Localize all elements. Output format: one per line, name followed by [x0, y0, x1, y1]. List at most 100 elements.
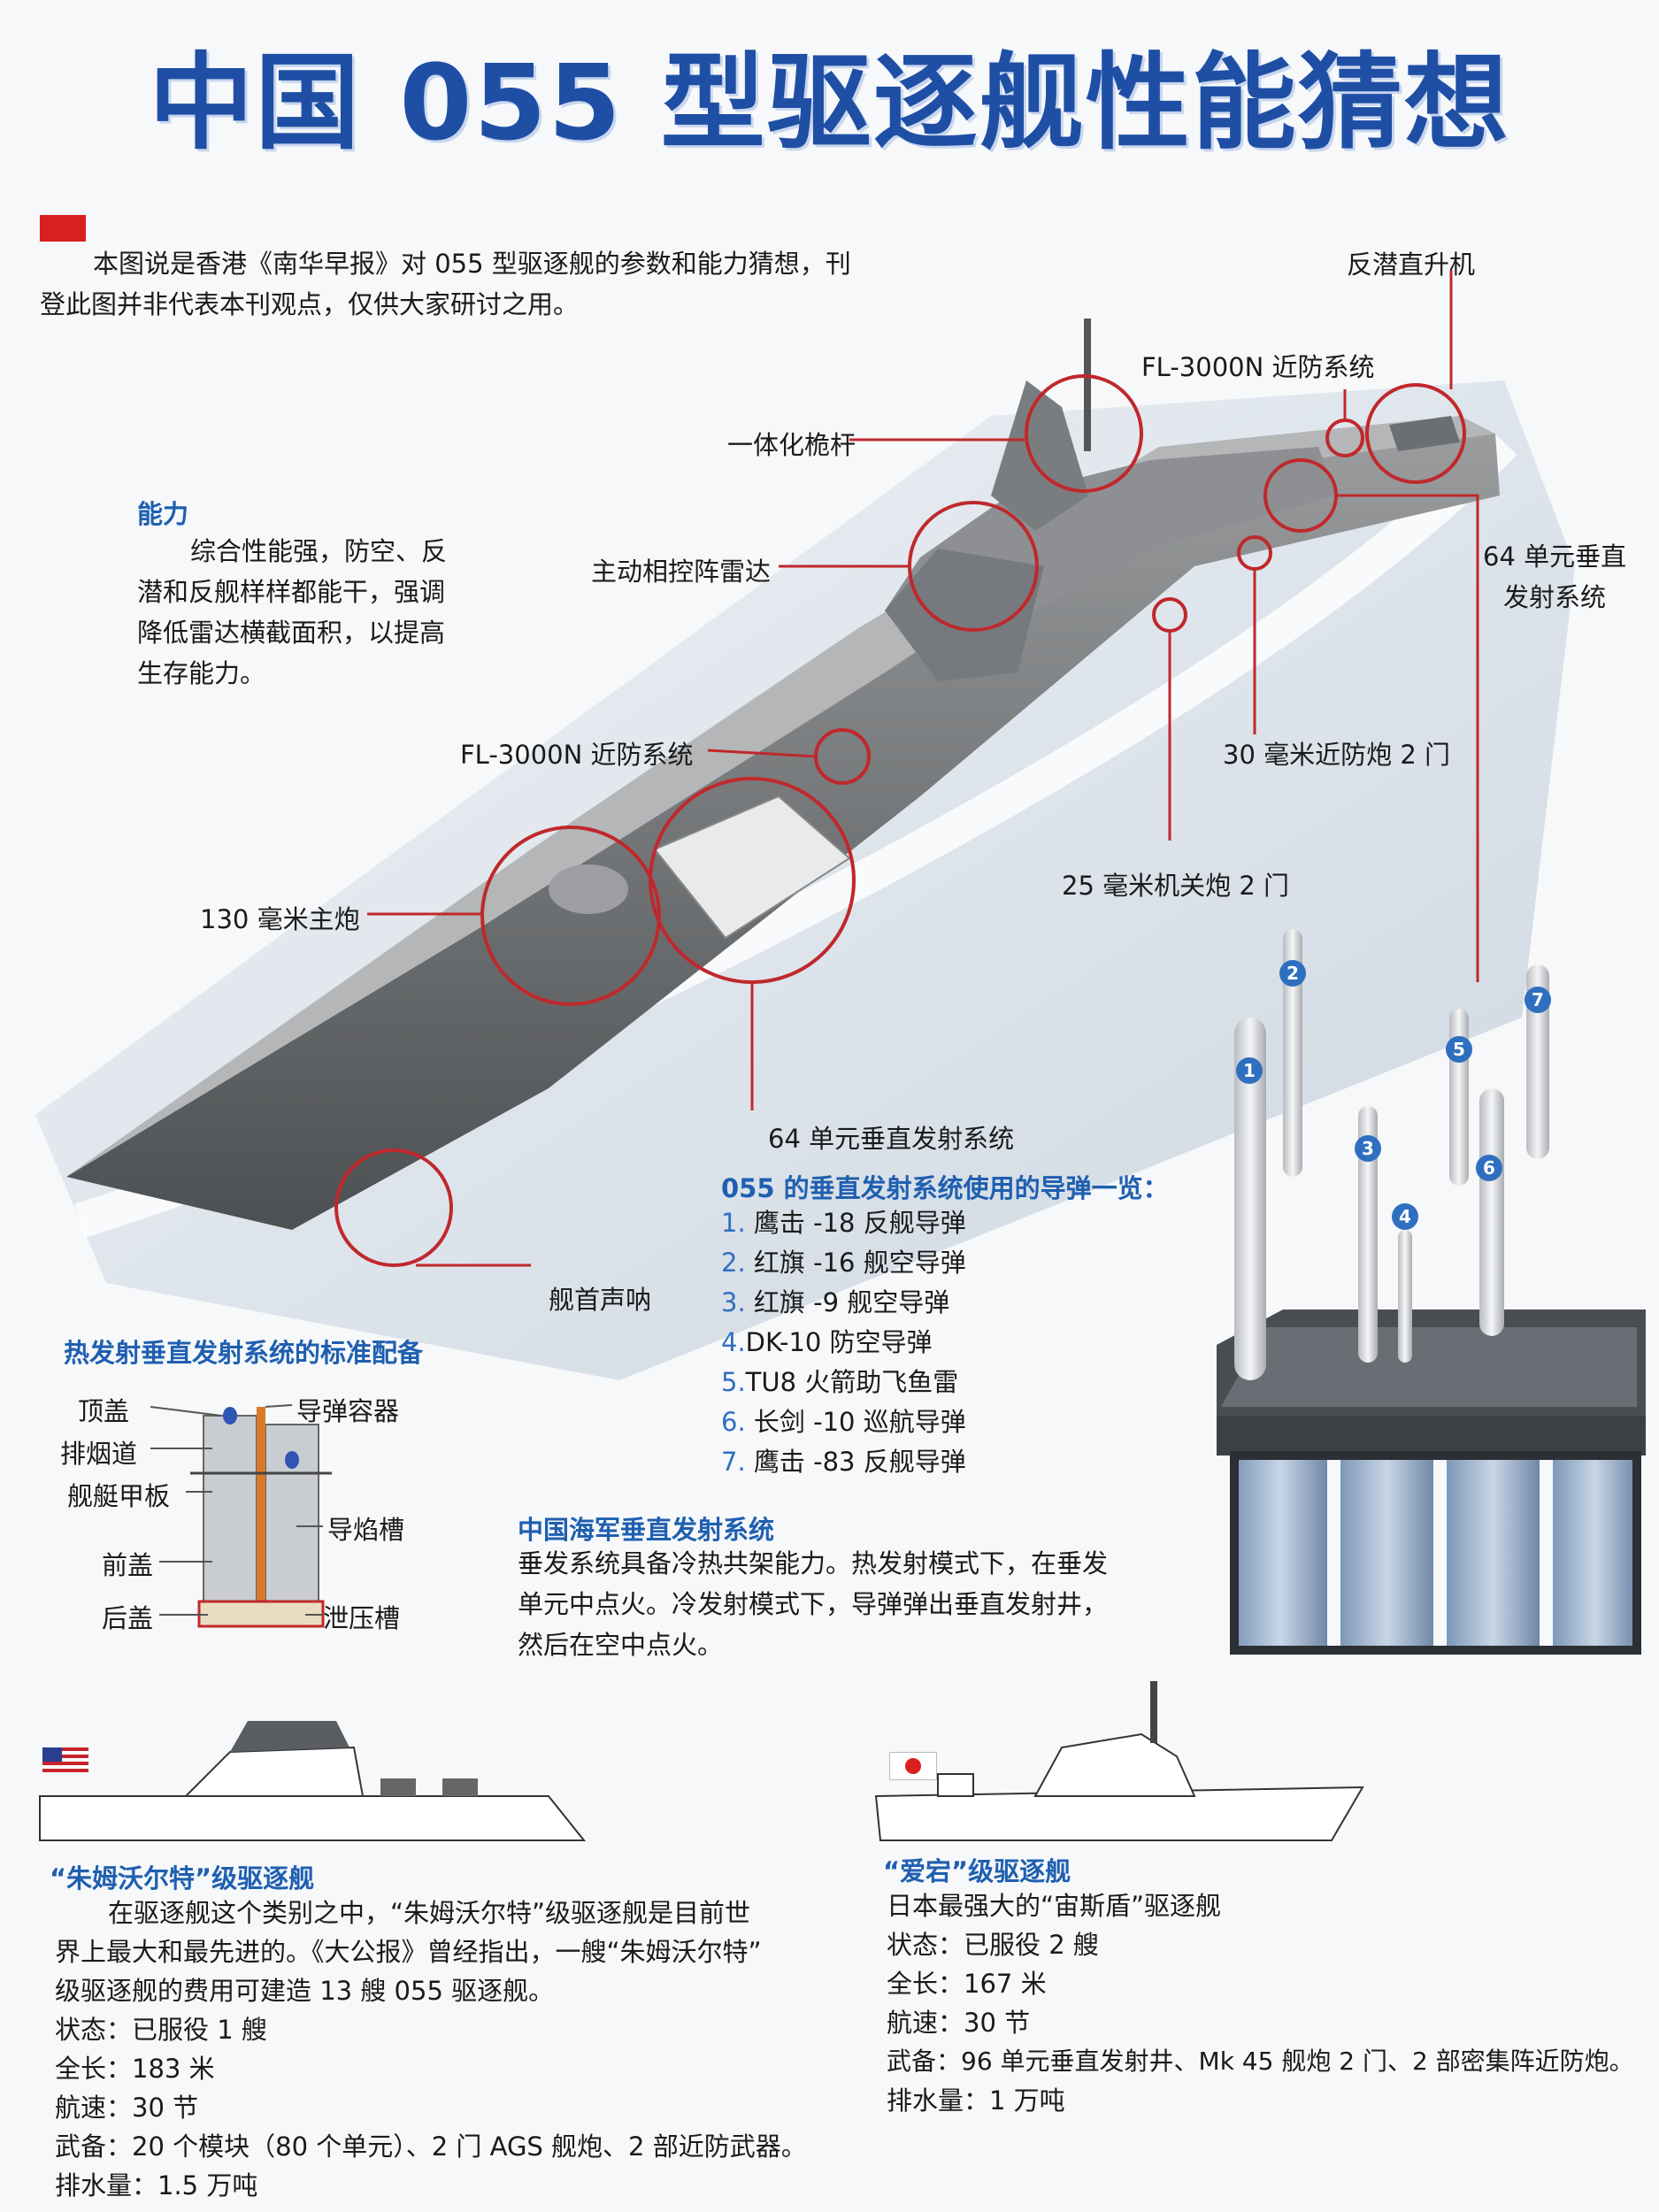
zumwalt-stat: 航速：30 节: [55, 2093, 199, 2123]
atago-stat: 排水量：1 万吨: [887, 2085, 1065, 2116]
navy-vls-line: 垂发系统具备冷热共架能力。热发射模式下，在垂发: [518, 1548, 1109, 1578]
hl-label-rear-cover: 后盖: [102, 1603, 154, 1633]
missile-4: [1398, 1230, 1412, 1363]
hl-label-front-cover: 前盖: [102, 1550, 154, 1580]
badge-2-circle: [1279, 960, 1306, 987]
highlight-main-gun: [480, 826, 661, 1006]
missile-list-name: TU8 火箭助飞鱼雷: [745, 1367, 959, 1397]
missile-2: [1283, 929, 1302, 1177]
hl-label-canister: 导弹容器: [296, 1396, 400, 1426]
ability-line: 降低雷达横截面积，以提高: [137, 618, 446, 648]
missile-list-num: 3.: [721, 1287, 746, 1317]
missile-list-name: 鹰击 -18 反舰导弹: [753, 1208, 966, 1238]
missile-list: 1. 鹰击 -18 反舰导弹 2. 红旗 -16 舰空导弹 3. 红旗 -9 舰…: [721, 1203, 966, 1482]
missile-list-name: 红旗 -9 舰空导弹: [753, 1287, 950, 1317]
atago-stat: 武备：96 单元垂直发射井、Mk 45 舰炮 2 门、2 部密集阵近防炮。: [887, 2047, 1634, 2076]
missile-7: [1526, 964, 1549, 1159]
badge-4: 4: [1399, 1206, 1411, 1227]
badge-2: 2: [1286, 963, 1299, 984]
zumwalt-text: 在驱逐舰这个类别之中，“朱姆沃尔特”级驱逐舰是目前世 界上最大和最先进的。《大公…: [55, 1893, 851, 2010]
vls-frame: [1230, 1451, 1641, 1655]
mast-pole: [1084, 319, 1091, 451]
zumwalt-stat: 状态：已服役 1 艘: [55, 2015, 267, 2045]
vls-cell-2: [1340, 1460, 1433, 1650]
callout-vls-rear: 64 单元垂直 发射系统: [1483, 536, 1626, 618]
missile-list-item: 7. 鹰击 -83 反舰导弹: [721, 1442, 966, 1482]
vls-front-block: [653, 795, 851, 940]
atago-intro: 日本最强大的“宙斯盾”驱逐舰: [887, 1891, 1222, 1921]
callout-vls-front: 64 单元垂直发射系统: [768, 1124, 1015, 1154]
missile-list-item: 1. 鹰击 -18 反舰导弹: [721, 1203, 966, 1243]
vls-cell-1: [1234, 1460, 1327, 1650]
missile-list-item: 4.DK-10 防空导弹: [721, 1323, 966, 1363]
missile-list-num: 4.: [721, 1327, 746, 1357]
missile-list-item: 2. 红旗 -16 舰空导弹: [721, 1243, 966, 1283]
missile-list-num: 2.: [721, 1248, 746, 1278]
helicopter: [1389, 416, 1460, 451]
navy-vls-line: 单元中点火。冷发射模式下，导弹弹出垂直发射井，: [518, 1589, 1109, 1619]
missile-list-num: 5.: [721, 1367, 746, 1397]
atago-stat: 全长：167 米: [887, 1969, 1047, 1999]
missile-list-item: 3. 红旗 -9 舰空导弹: [721, 1283, 966, 1323]
missile-list-item: 5.TU8 火箭助飞鱼雷: [721, 1363, 966, 1402]
missile-tip-right: [285, 1451, 299, 1469]
navy-vls-line: 然后在空中点火。: [518, 1630, 724, 1660]
badge-5: 5: [1453, 1039, 1465, 1060]
leader-vls-rear: [1336, 494, 1479, 982]
badge-7: 7: [1532, 989, 1544, 1010]
zumwalt-stats: 状态：已服役 1 艘 全长：183 米 航速：30 节 武备：20 个模块（80…: [55, 2010, 807, 2205]
bridge: [885, 549, 1044, 681]
japan-flag-icon: [889, 1752, 937, 1780]
ability-line: 潜和反舰样样都能干，强调: [137, 577, 446, 607]
ability-text: 综合性能强，防空、反 潜和反舰样样都能干，强调 降低雷达横截面积，以提高 生存能…: [137, 531, 491, 694]
zumwalt-line: 界上最大和最先进的。《大公报》曾经指出，一艘“朱姆沃尔特”: [55, 1937, 762, 1967]
main-gun-turret: [549, 864, 628, 914]
badge-3: 3: [1362, 1138, 1374, 1159]
missile-list-num: 6.: [721, 1407, 746, 1437]
missile-5: [1449, 1009, 1469, 1186]
zumwalt-line: 级驱逐舰的费用可建造 13 艘 055 驱逐舰。: [55, 1976, 555, 2006]
callout-25mm-gun: 25 毫米机关炮 2 门: [1062, 871, 1290, 901]
missile-list-num: 7.: [721, 1447, 746, 1477]
badge-5-circle: [1446, 1036, 1472, 1063]
missile-badges: 1 2 3 4 5 6 7: [1236, 960, 1551, 1230]
highlight-mast: [1025, 374, 1143, 493]
callout-vls-rear-line: 发射系统: [1503, 582, 1607, 612]
vls-cell-4: [1553, 1460, 1637, 1650]
exhaust-duct: [257, 1407, 265, 1606]
navy-vls-text: 垂发系统具备冷热共架能力。热发射模式下，在垂发 单元中点火。冷发射模式下，导弹弹…: [518, 1543, 1190, 1665]
hot-launch-diagram: [190, 1407, 332, 1628]
hl-leader-top: [150, 1406, 222, 1417]
vls-module: [1217, 1310, 1646, 1655]
badge-6-circle: [1476, 1155, 1502, 1181]
missile-list-name: 红旗 -16 舰空导弹: [753, 1248, 966, 1278]
ability-line: 生存能力。: [137, 658, 266, 688]
missile-tip-left: [223, 1407, 237, 1425]
callout-fl3000n-top: FL-3000N 近防系统: [1141, 352, 1375, 382]
zumwalt-stat: 武备：20 个模块（80 个单元）、2 门 AGS 舰炮、2 部近防武器。: [55, 2131, 807, 2162]
highlight-sonar: [334, 1148, 453, 1267]
missile-list-name: 鹰击 -83 反舰导弹: [753, 1447, 966, 1477]
relief-chamber: [197, 1600, 325, 1628]
callout-mast: 一体化桅杆: [727, 430, 856, 460]
vls-cell-3: [1447, 1460, 1540, 1650]
page-title: 中国 055 型驱逐舰性能猜想: [149, 42, 1510, 164]
intro-text: 本图说是香港《南华早报》对 055 型驱逐舰的参数和能力猜想，刊 登此图并非代表…: [40, 243, 925, 325]
missile-list-name: DK-10 防空导弹: [745, 1327, 933, 1357]
missile-6: [1479, 1088, 1504, 1336]
callout-main-gun: 130 毫米主炮: [200, 904, 360, 934]
intro-line: 登此图并非代表本刊观点，仅供大家研讨之用。: [40, 289, 580, 319]
badge-1-circle: [1236, 1057, 1263, 1084]
hl-label-exhaust: 排烟道: [60, 1439, 138, 1469]
vls-top-grid: [1221, 1327, 1637, 1407]
missile-3: [1358, 1106, 1378, 1363]
missile-list-num: 1.: [721, 1208, 746, 1238]
atago-heading: “爱宕”级驱逐舰: [883, 1856, 1071, 1886]
zumwalt-silhouette: [39, 1721, 587, 1841]
badge-6: 6: [1483, 1157, 1495, 1179]
badge-3-circle: [1355, 1135, 1381, 1162]
missile-list-item: 6. 长剑 -10 巡航导弹: [721, 1402, 966, 1442]
leader-fl3000n-mid: [707, 749, 817, 758]
zumwalt-stat: 排水量：1.5 万吨: [55, 2170, 258, 2200]
atago-stat: 航速：30 节: [887, 2008, 1031, 2038]
